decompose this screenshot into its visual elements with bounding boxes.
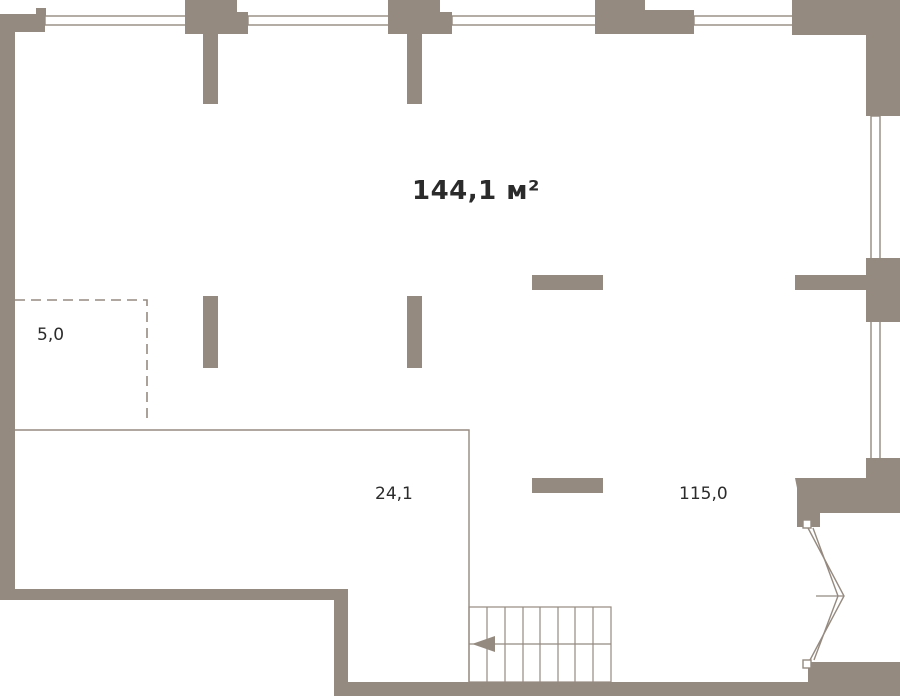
window-right-1 bbox=[870, 115, 881, 263]
wall-top-right bbox=[792, 0, 900, 40]
window-top-1 bbox=[44, 15, 191, 26]
door-leaf-outer bbox=[807, 527, 845, 661]
wall-bottom-right bbox=[808, 662, 900, 696]
column-left bbox=[203, 296, 218, 368]
wall-right-mid-cap bbox=[866, 264, 900, 314]
stub-right bbox=[795, 275, 867, 290]
pillar-top-2 bbox=[388, 0, 452, 104]
staircase bbox=[468, 606, 612, 683]
pillar-top-3 bbox=[595, 0, 694, 34]
wall-left bbox=[0, 14, 15, 596]
room-main-area: 115,0 bbox=[679, 484, 728, 504]
room-storage-area: 5,0 bbox=[37, 325, 64, 345]
pillar-top-1 bbox=[185, 0, 248, 104]
stair-arrow bbox=[472, 636, 495, 652]
wall-right-lower bbox=[866, 458, 900, 488]
beam-upper bbox=[532, 275, 603, 290]
door-hinge-bottom bbox=[802, 659, 812, 669]
beam-lower bbox=[532, 478, 603, 493]
wall-right-top bbox=[866, 30, 900, 116]
window-top-4 bbox=[693, 15, 795, 26]
door-leaf-inner bbox=[812, 527, 839, 661]
wall-top-left-cap bbox=[36, 8, 46, 16]
total-area-label: 144,1 м² bbox=[412, 176, 540, 206]
top-pillars bbox=[185, 0, 694, 104]
interior-columns bbox=[203, 275, 867, 493]
door-hinge-top bbox=[802, 519, 812, 529]
wall-bottom bbox=[334, 682, 820, 696]
storage-boundary bbox=[15, 299, 148, 422]
wall-bottom-left bbox=[0, 589, 347, 600]
wall-top-left bbox=[0, 14, 45, 32]
wall-step bbox=[334, 589, 348, 696]
column-middle bbox=[407, 296, 422, 368]
window-top-2 bbox=[247, 15, 393, 26]
window-right-2 bbox=[870, 317, 881, 465]
lower-room-partition bbox=[15, 429, 470, 682]
wall-right-jamb bbox=[795, 478, 900, 527]
entry-door bbox=[802, 519, 845, 669]
window-top-3 bbox=[451, 15, 597, 26]
room-lower-area: 24,1 bbox=[375, 484, 413, 504]
